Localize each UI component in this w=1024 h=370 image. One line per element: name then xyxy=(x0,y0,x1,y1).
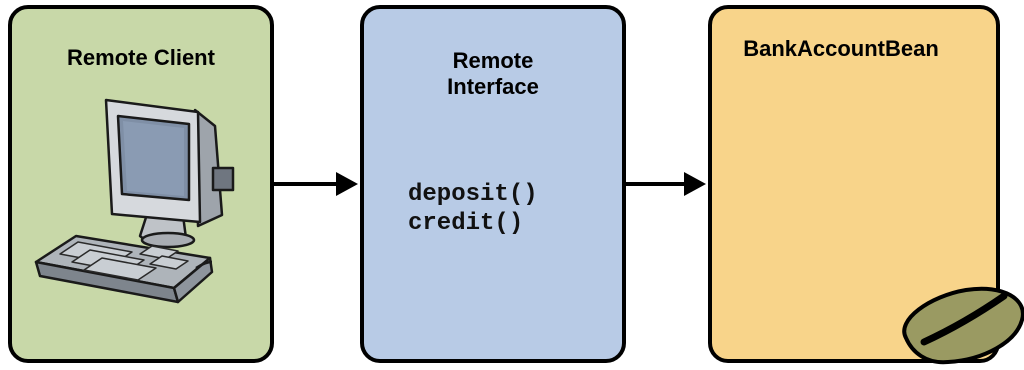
remote-interface-title-line1: Remote xyxy=(452,48,534,73)
remote-interface-title-line2: Interface xyxy=(447,74,539,99)
arrow-interface-to-bean xyxy=(626,172,706,196)
remote-interface-title: Remote Interface xyxy=(360,48,626,100)
bank-account-bean-title: BankAccountBean xyxy=(743,36,939,61)
method-list: deposit() credit() xyxy=(408,180,538,238)
arrow-client-to-interface xyxy=(274,172,358,196)
method-deposit: deposit() xyxy=(408,181,538,208)
remote-interface-box xyxy=(360,5,626,363)
remote-client-title: Remote Client xyxy=(67,45,215,70)
method-credit: credit() xyxy=(408,210,524,237)
desktop-computer-icon xyxy=(34,98,235,304)
bean-icon xyxy=(902,286,1024,365)
